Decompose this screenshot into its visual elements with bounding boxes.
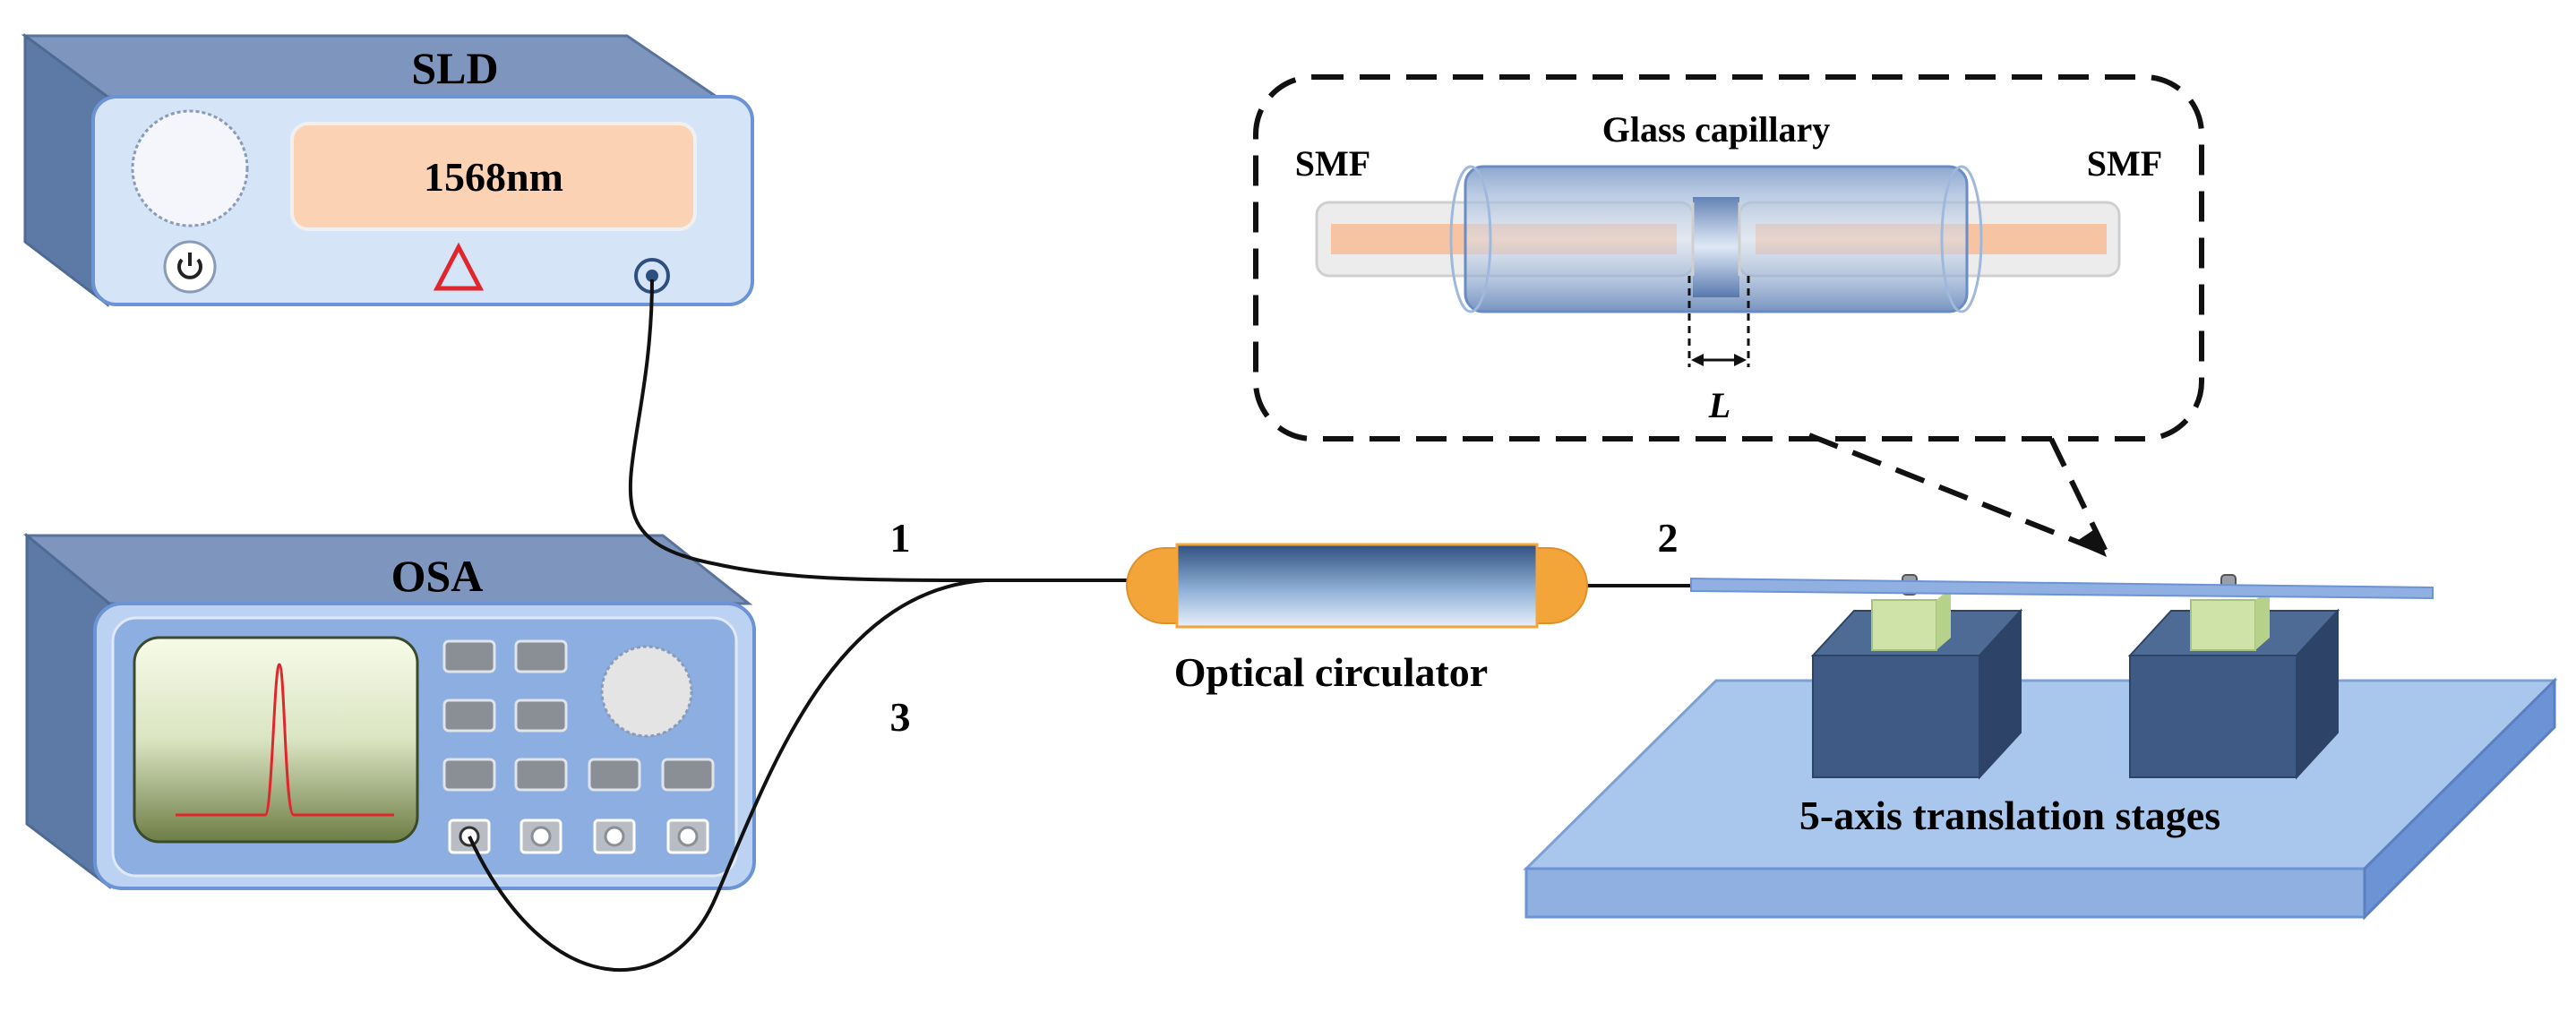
optical-port-icon[interactable] [593,819,636,854]
circulator-cap-right [1533,547,1588,624]
gap-arrowhead-left [1691,354,1704,366]
stage-plate-side [2363,677,2556,921]
gap-length-label: L [1708,385,1730,425]
optical-circulator [1126,543,1588,629]
warning-triangle-icon [433,242,485,291]
sld-knob[interactable] [131,109,249,227]
port-3-label: 3 [890,694,911,740]
smf-right-label: SMF [2087,143,2162,184]
sensor-fiber-on-stage [1690,577,2434,600]
circulator-label: Optical circulator [1174,649,1488,695]
sld-wavelength-readout: 1568nm [424,154,563,200]
capillary-end-right [1940,165,1983,313]
capillary-label: Glass capillary [1602,109,1830,150]
sld-display [290,122,697,231]
osa-title: OSA [391,551,484,601]
osa-key[interactable] [588,758,641,792]
osa-key[interactable] [442,699,496,733]
optical-port-icon[interactable] [666,819,709,854]
circulator-cap-left [1126,547,1181,624]
fiber-port3-to-osa [468,579,986,973]
stage-plate-front [1524,867,2366,919]
osa-key[interactable] [442,639,496,673]
stage-label: 5-axis translation stages [1799,793,2220,838]
osa-key[interactable] [442,758,496,792]
osa-key[interactable] [661,758,715,792]
osa-keypad [442,639,715,792]
circulator-body [1175,543,1539,629]
sld-body-top [21,34,721,99]
inset-callout [1253,74,2204,557]
air-gap [1693,197,1739,297]
translation-stage [1523,574,2558,921]
osa-port-row [448,819,709,854]
sld-device: SLD 1568nm [21,33,754,308]
control-knob-icon[interactable] [600,645,693,738]
osa-key[interactable] [514,639,568,673]
smf-left-label: SMF [1295,143,1370,184]
callout-arrowhead [2074,528,2107,557]
capillary-end-left [1449,165,1492,313]
osa-key[interactable] [514,699,568,733]
osa-body-top [22,534,753,605]
sld-title: SLD [411,43,498,93]
port-1-label: 1 [890,515,911,561]
spectrum-peak-icon [176,663,394,817]
callout-pointer-left [1807,433,2108,556]
power-icon[interactable] [163,240,217,294]
osa-screen [133,636,419,844]
osa-key[interactable] [514,758,568,792]
gap-arrowhead-right [1734,354,1747,366]
fiber-sld-to-port1 [628,279,1130,582]
osa-device: OSA [22,532,756,890]
port-2-label: 2 [1658,515,1679,561]
optical-port-icon[interactable] [519,819,562,854]
